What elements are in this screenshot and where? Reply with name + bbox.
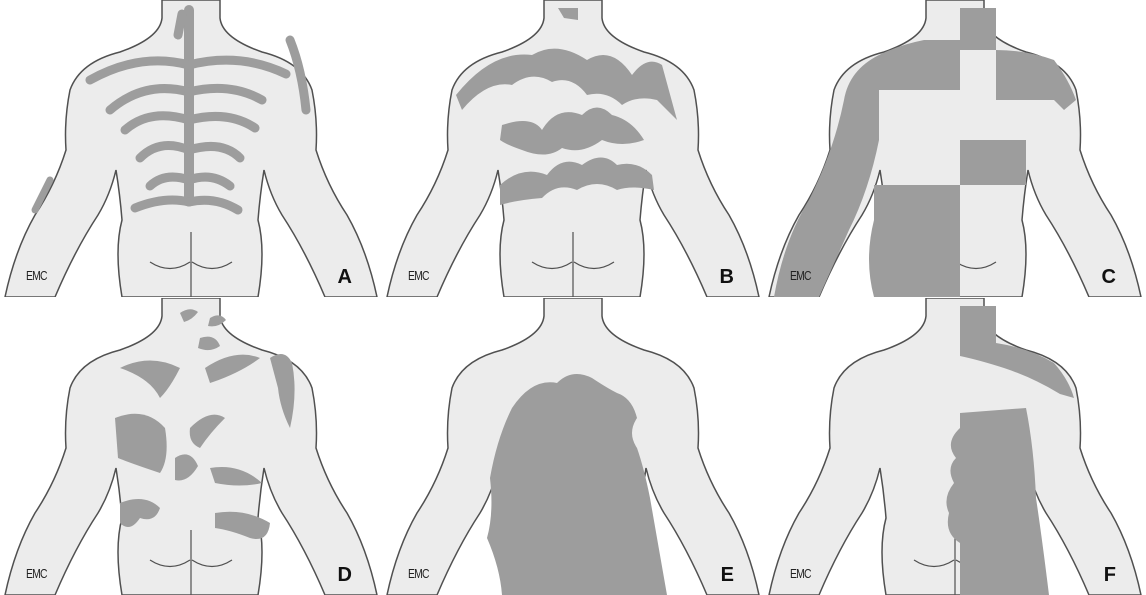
panel-letter: E [721, 564, 734, 587]
back-illustration-b [382, 0, 764, 297]
back-illustration-d [0, 298, 382, 595]
panel-letter: A [338, 266, 352, 289]
back-illustration-e [382, 298, 764, 595]
panel-letter: D [338, 564, 352, 587]
panel-letter: B [720, 266, 734, 289]
back-illustration-c [764, 0, 1146, 297]
panel-letter: F [1104, 564, 1116, 587]
panel-a: EMC A [0, 0, 382, 297]
panel-d: EMC D [0, 298, 382, 595]
emc-watermark: EMC [408, 268, 429, 283]
panel-letter: C [1102, 266, 1116, 289]
emc-watermark: EMC [790, 566, 811, 581]
emc-watermark: EMC [408, 566, 429, 581]
panel-c: EMC C [764, 0, 1146, 297]
back-illustration-f [764, 298, 1146, 595]
panel-e: EMC E [382, 298, 764, 595]
emc-watermark: EMC [790, 268, 811, 283]
back-illustration-a [0, 0, 382, 297]
emc-watermark: EMC [26, 566, 47, 581]
panel-f: EMC F [764, 298, 1146, 595]
emc-watermark: EMC [26, 268, 47, 283]
panel-b: EMC B [382, 0, 764, 297]
